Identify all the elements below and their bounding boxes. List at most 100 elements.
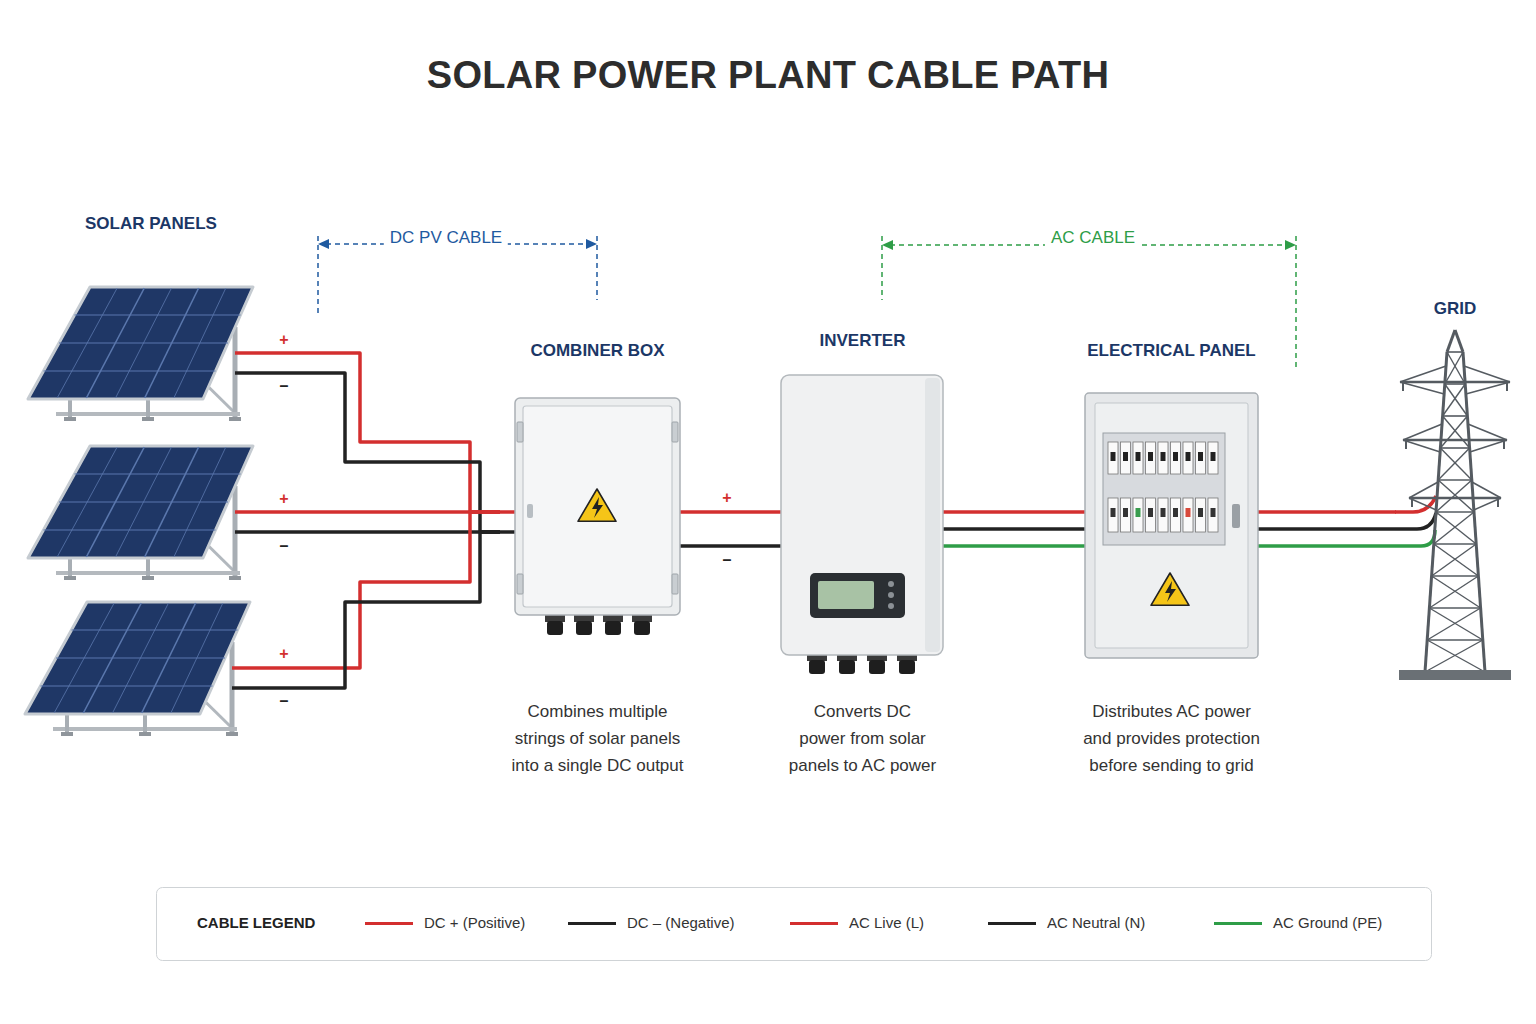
legend-text: DC – (Negative) [627, 912, 735, 934]
breaker-toggle [1211, 452, 1216, 461]
cable-gland [605, 621, 621, 635]
breaker-window [1103, 433, 1225, 545]
tower-member [1447, 352, 1465, 384]
breaker [1133, 498, 1143, 532]
tower-member [1403, 439, 1507, 441]
tower-member [1506, 382, 1508, 391]
tower-member [1466, 382, 1510, 394]
cable-wire [255, 512, 500, 668]
polarity-mark: – [280, 691, 289, 711]
panel-foot [226, 732, 238, 736]
bracket-arrowhead [318, 239, 329, 249]
dimension-label: AC CABLE [1045, 228, 1141, 248]
wire-stub [943, 544, 950, 548]
polarity-mark: + [279, 489, 288, 509]
wire-stub [1258, 544, 1278, 548]
component-description: Converts DC power from solar panels to A… [775, 698, 950, 779]
cable-wire [1278, 544, 1395, 548]
legend-item: AC Ground (PE) [1214, 912, 1382, 934]
cable-wire [255, 510, 500, 514]
cable-run [1278, 512, 1395, 546]
inverter-side [925, 378, 940, 652]
warning-sign [1151, 573, 1189, 605]
cable-wire [950, 527, 1065, 531]
display-button [888, 581, 894, 587]
panel-foot [64, 417, 76, 421]
tower-member [1432, 575, 1479, 577]
breaker [1108, 498, 1118, 532]
legend-frame [157, 888, 1432, 961]
tower-member [1400, 381, 1510, 383]
tower-member [1445, 384, 1468, 416]
wire-stub [943, 510, 950, 514]
cable-gland [603, 615, 623, 622]
hinge [517, 422, 523, 442]
legend-heading: CABLE LEGEND [197, 913, 315, 933]
panel-foot [61, 732, 73, 736]
polarity-mark: – [723, 550, 732, 570]
tower-member [1411, 498, 1413, 507]
cell-line [41, 685, 213, 686]
hinge [672, 574, 678, 594]
panel-foot [142, 417, 154, 421]
breaker-toggle [1161, 452, 1166, 461]
breaker-toggle [1211, 508, 1216, 517]
breaker [1133, 442, 1143, 474]
tower-member [1436, 512, 1476, 544]
breaker-toggle [1198, 452, 1203, 461]
inverter-body [781, 375, 943, 655]
legend-item: AC Neutral (N) [988, 912, 1145, 934]
breaker [1146, 442, 1156, 474]
cable-wire [950, 544, 1065, 548]
cable-wire [695, 510, 775, 514]
display-button [888, 592, 894, 598]
door-handle [1232, 504, 1240, 528]
cable-gland [547, 621, 563, 635]
dimension-label: DC PV CABLE [384, 228, 508, 248]
bracket-arrowhead [1285, 240, 1296, 250]
tower-member [1436, 480, 1472, 512]
legend-swatch [790, 922, 838, 925]
tower-member [1429, 576, 1478, 608]
wire-stub [943, 527, 950, 531]
cable-gland [809, 660, 825, 674]
door-lock [527, 504, 533, 518]
polarity-mark: – [280, 536, 289, 556]
legend-text: AC Neutral (N) [1047, 912, 1145, 934]
component-heading: INVERTER [820, 330, 906, 352]
tower-member [1445, 352, 1463, 384]
wire-stub [1258, 527, 1278, 531]
cable-wire [695, 544, 775, 548]
breaker-toggle [1198, 508, 1203, 517]
tower-base [1399, 670, 1511, 680]
wire-stub [680, 544, 695, 548]
component-illustration [1395, 292, 1515, 687]
cell-line [56, 657, 225, 658]
tower-member [1440, 447, 1469, 449]
breaker [1108, 442, 1118, 474]
breaker [1196, 442, 1206, 474]
cable-gland [634, 621, 650, 635]
breaker-toggle [1161, 508, 1166, 517]
grid-wire [1395, 513, 1436, 529]
polarity-mark: + [279, 330, 288, 350]
bracket-arrowhead [586, 239, 597, 249]
breaker-toggle [1123, 508, 1128, 517]
breaker [1146, 498, 1156, 532]
tower-member [1425, 640, 1483, 672]
breaker-toggle [1136, 452, 1141, 461]
breaker-toggle [1186, 508, 1191, 517]
cable-wire [950, 510, 1065, 514]
cable-wire [1278, 510, 1395, 514]
component-illustration [1065, 338, 1278, 663]
cable-wire [255, 373, 500, 532]
panel-foot [142, 576, 154, 580]
polarity-mark: + [722, 488, 731, 508]
component-illustration [500, 338, 695, 643]
legend-item: DC + (Positive) [365, 912, 525, 934]
panel-cabinet [1085, 393, 1258, 658]
panel-foot [139, 732, 151, 736]
cell-line [59, 501, 228, 502]
tower-member [1443, 416, 1470, 448]
bracket-arrowhead [882, 240, 893, 250]
